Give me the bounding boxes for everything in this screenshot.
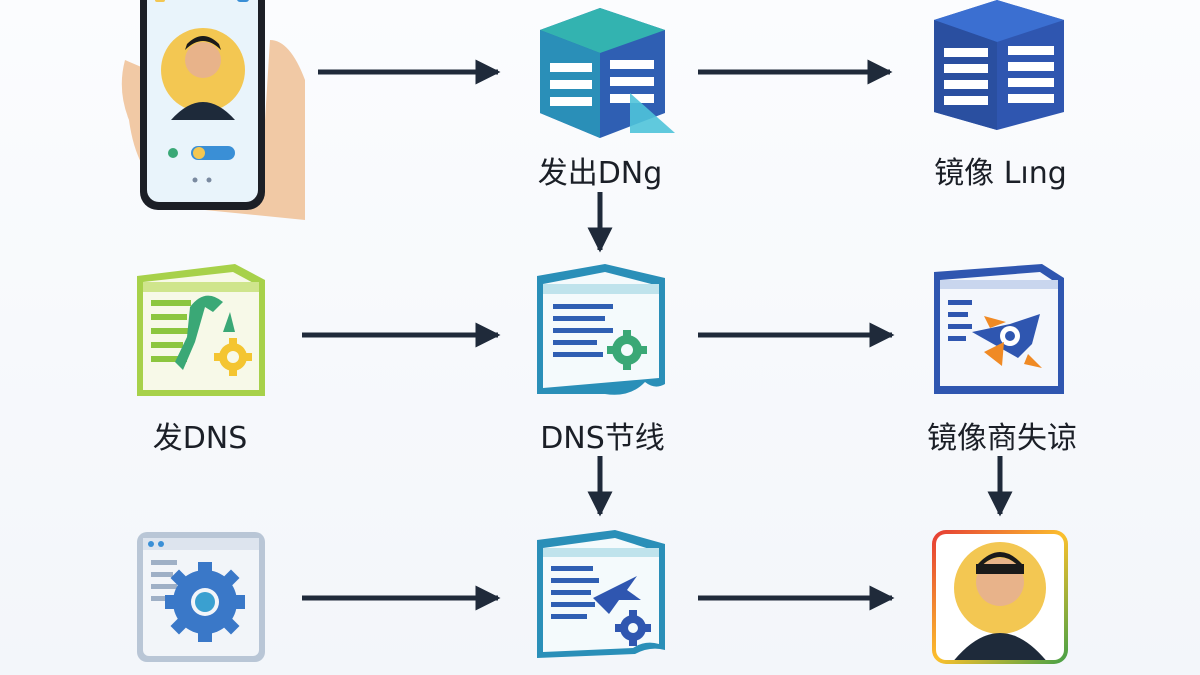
window-gear-icon (137, 532, 265, 662)
document-gear-icon (537, 264, 665, 395)
send-dns-node (135, 262, 267, 398)
phone-node (115, 0, 315, 220)
user-avatar-icon (932, 530, 1068, 664)
dns-send-node (535, 8, 680, 140)
dns-send-label: 发出DNg (537, 156, 663, 191)
smartphone-user-icon (121, 0, 305, 220)
plane-doc-node (535, 528, 667, 664)
document-rocket-icon (934, 264, 1064, 394)
mirror-ling-node (932, 0, 1072, 130)
avatar-result-node (930, 528, 1070, 666)
server-cube-icon (934, 0, 1064, 130)
mirror-vendor-node (932, 262, 1066, 396)
gear-doc-node (135, 530, 267, 664)
server-cube-send-icon (540, 8, 675, 138)
mirror-ling-label: 镜像 Lıng (934, 156, 1067, 191)
dns-node (535, 264, 667, 398)
document-plane-gear-icon (537, 530, 665, 658)
mirror-vendor-label: 镜像商失谅 (927, 421, 1077, 456)
dns-node-label: DNS节线 (540, 421, 665, 456)
document-tools-gear-icon (137, 264, 265, 396)
send-dns-label: 发DNS (152, 421, 248, 456)
